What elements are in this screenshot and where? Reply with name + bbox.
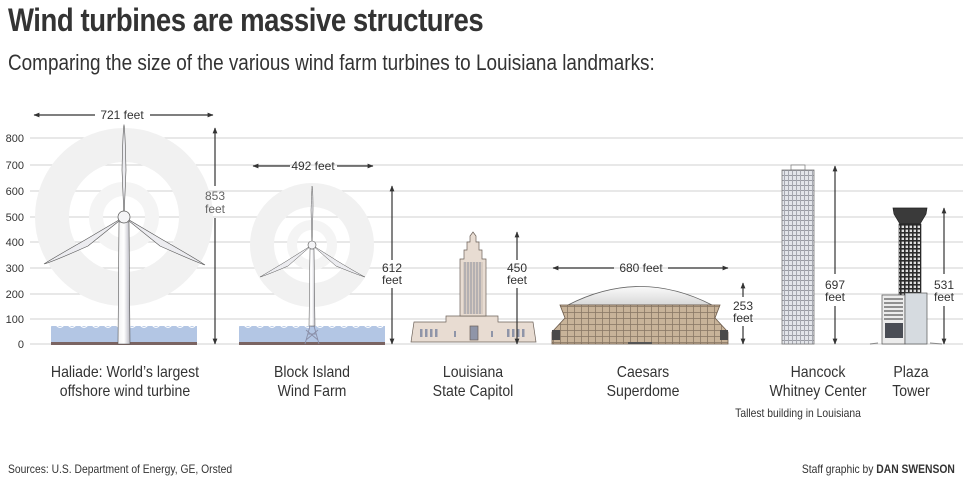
hancock-height-unit: feet bbox=[825, 290, 846, 304]
plaza-tower-illustration bbox=[869, 207, 943, 345]
y-tick: 0 bbox=[18, 339, 24, 351]
credit-name: DAN SWENSON bbox=[876, 462, 955, 476]
y-tick: 300 bbox=[6, 263, 24, 275]
capitol-illustration bbox=[410, 231, 537, 343]
y-tick: 700 bbox=[6, 160, 24, 172]
superdome-height-unit: feet bbox=[733, 311, 754, 325]
page-title: Wind turbines are massive structures bbox=[8, 2, 484, 38]
label-hancock: Hancock Whitney Center bbox=[769, 364, 867, 400]
page-subtitle: Comparing the size of the various wind f… bbox=[8, 50, 655, 75]
y-tick: 500 bbox=[6, 212, 24, 224]
label-haliade: Haliade: World’s largest offshore wind t… bbox=[50, 364, 200, 400]
capitol-height-value: 450 bbox=[507, 261, 527, 275]
y-tick: 800 bbox=[6, 133, 24, 145]
y-tick: 400 bbox=[6, 237, 24, 249]
superdome-height-value: 253 bbox=[733, 299, 753, 313]
dimension-arrows bbox=[33, 112, 947, 345]
plaza-height-unit: feet bbox=[934, 290, 955, 304]
haliade-height-unit: feet bbox=[205, 202, 226, 216]
block-island-height-value: 612 bbox=[382, 261, 402, 275]
haliade-width-label: 721 feet bbox=[100, 108, 144, 122]
label-plaza: Plaza Tower bbox=[892, 364, 930, 400]
y-axis: 0 100 200 300 400 500 600 700 800 bbox=[6, 133, 24, 351]
haliade-height-value: 853 bbox=[205, 189, 225, 203]
block-island-height-unit: feet bbox=[382, 273, 403, 287]
capitol-height-unit: feet bbox=[507, 273, 528, 287]
superdome-illustration bbox=[551, 286, 729, 345]
haliade-turbine-illustration bbox=[35, 124, 213, 345]
hancock-illustration bbox=[781, 164, 815, 345]
hancock-note: Tallest building in Louisiana bbox=[735, 406, 861, 420]
sources: Sources: U.S. Department of Energy, GE, … bbox=[8, 462, 233, 476]
credit: Staff graphic by DAN SWENSON bbox=[802, 462, 955, 476]
block-island-width-label: 492 feet bbox=[291, 159, 335, 173]
block-island-turbine-illustration bbox=[238, 183, 385, 345]
hancock-height-value: 697 bbox=[825, 278, 845, 292]
superdome-width-label: 680 feet bbox=[619, 261, 663, 275]
y-tick: 600 bbox=[6, 186, 24, 198]
label-block-island: Block Island Wind Farm bbox=[274, 364, 350, 400]
label-capitol: Louisiana State Capitol bbox=[432, 364, 514, 400]
y-tick: 200 bbox=[6, 289, 24, 301]
plaza-height-value: 531 bbox=[934, 278, 954, 292]
y-tick: 100 bbox=[6, 314, 24, 326]
label-superdome: Caesars Superdome bbox=[606, 364, 680, 400]
